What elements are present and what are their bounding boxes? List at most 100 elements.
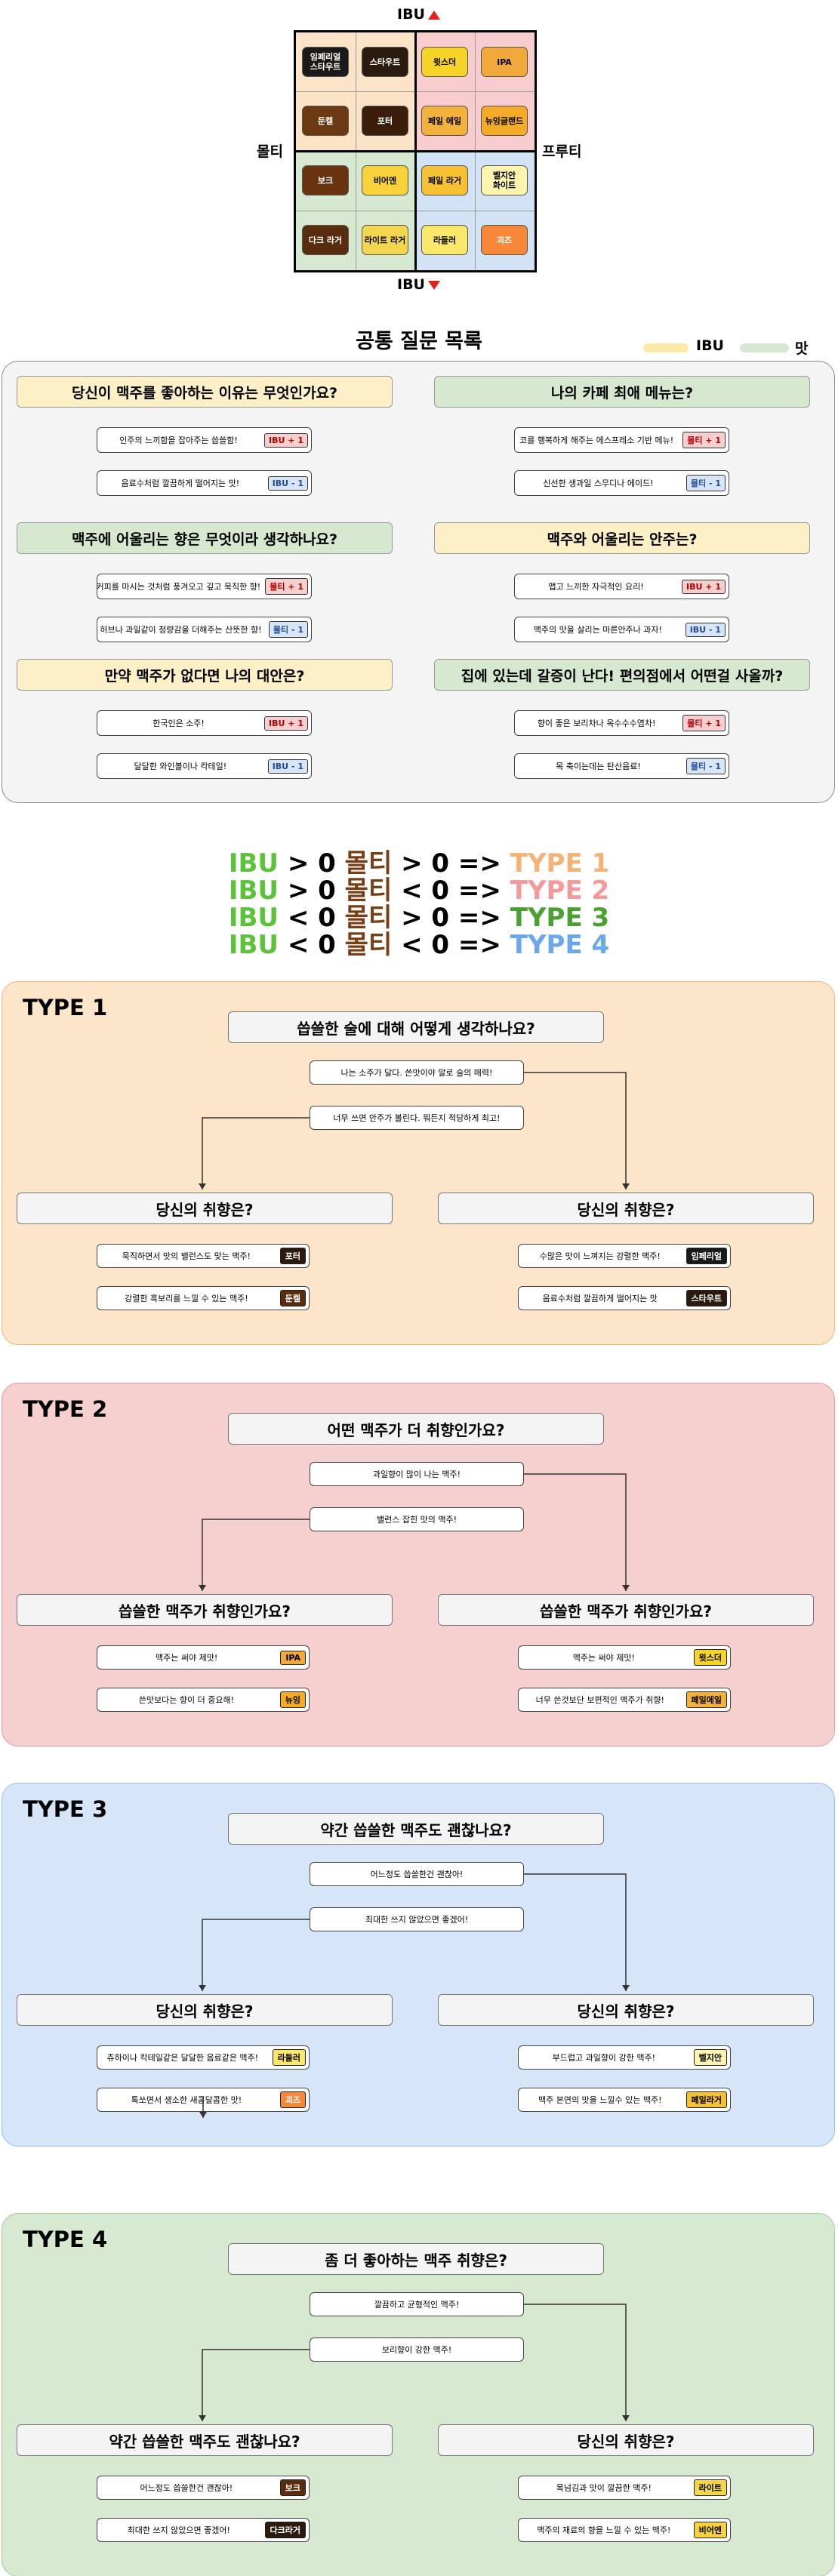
- beer-result-chip: 비어엔: [693, 2522, 727, 2538]
- result-option[interactable]: 강렬한 흑보리를 느낄 수 있는 맥주! 둔켈: [97, 1286, 310, 1310]
- formula-op: > 0 =>: [401, 903, 501, 933]
- type-option-left-path[interactable]: 최대한 쓰지 않았으면 좋겠어!: [310, 1907, 524, 1931]
- score-chip: IBU + 1: [264, 432, 308, 448]
- beer-result-chip: 페일에일: [685, 1691, 727, 1708]
- type-title: TYPE 1: [23, 995, 108, 1020]
- result-option[interactable]: 최대한 쓰지 않았으면 좋겠어!다크라거: [97, 2518, 310, 2542]
- result-option-text: 묵직하면서 맛의 밸런스도 맞는 맥주!: [122, 1251, 251, 1261]
- answer-option[interactable]: 맥주의 맛을 살리는 마른안주나 과자! IBU - 1: [514, 617, 729, 642]
- answer-text: 향이 좋은 보리차나 옥수수수염차!: [537, 719, 656, 728]
- result-option[interactable]: 목넘김과 맛이 깔끔한 맥주!라이트: [518, 2476, 731, 2500]
- score-chip: 몰티 + 1: [265, 578, 308, 595]
- formula-type: TYPE 2: [510, 876, 610, 906]
- formula-op: < 0 =>: [401, 876, 501, 906]
- answer-option[interactable]: 인주의 느끼함을 잡아주는 씁쓸함! IBU + 1: [97, 427, 312, 453]
- formula-type: TYPE 1: [510, 848, 610, 879]
- answer-text: 인주의 느끼함을 잡아주는 씁쓸함!: [119, 435, 238, 445]
- answer-text: 허브나 과일같이 청량감을 더해주는 산뜻한 향!: [100, 625, 262, 635]
- question-header: 맥주에 어울리는 향은 무엇이라 생각하나요?: [17, 522, 393, 554]
- common-questions-title: 공통 질문 목록: [356, 330, 482, 353]
- result-option-text: 강렬한 흑보리를 느낄 수 있는 맥주!: [125, 1294, 248, 1303]
- beer-tile: 라이트 라거: [362, 225, 408, 255]
- formula-malt: 몰티: [344, 903, 393, 933]
- result-option-text: 어느정도 씁쓸한건 괜찮아!: [140, 2483, 233, 2493]
- score-chip: IBU - 1: [685, 622, 726, 637]
- formula-row: IBU < 0 몰티 > 0 => TYPE 3: [0, 904, 838, 931]
- answer-option[interactable]: 한국인은 소주!IBU + 1: [97, 710, 312, 736]
- question-header: 집에 있는데 갈증이 난다! 편의점에서 어떤걸 사올까?: [434, 659, 810, 691]
- answer-option[interactable]: 음료수처럼 깔끔하게 떨어지는 맛!IBU - 1: [97, 470, 312, 496]
- score-chip: 몰티 + 1: [682, 715, 726, 731]
- result-option-text: 맥주 본연의 맛을 느낄수 있는 맥주!: [538, 2095, 662, 2105]
- answer-option[interactable]: 신선한 생과일 스무디나 에이드!몰티 - 1: [514, 470, 729, 496]
- result-option[interactable]: 츄하이나 칵테일같은 달달한 음료같은 맥주!라들러: [97, 2045, 310, 2070]
- result-option[interactable]: 너무 쓴것보단 보편적인 맥주가 취향!페일에일: [518, 1688, 731, 1712]
- answer-option[interactable]: 달달한 와인볼이나 칵테일!IBU - 1: [97, 753, 312, 779]
- result-option[interactable]: 맥주는 써야 제맛!IPA: [97, 1645, 310, 1670]
- result-option[interactable]: 맥주는 써야 제맛!윗스더: [518, 1645, 731, 1670]
- arrow-up-icon: [427, 10, 440, 20]
- score-chip: IBU + 1: [682, 579, 726, 594]
- beer-tile: 페일 에일: [421, 106, 468, 136]
- answer-option[interactable]: 향이 좋은 보리차나 옥수수수염차! 몰티 + 1: [514, 710, 729, 736]
- question-header: 나의 카페 최애 메뉴는?: [434, 376, 810, 408]
- answer-option[interactable]: 코를 행복하게 해주는 에스프레소 기반 메뉴!몰티 + 1: [514, 427, 729, 453]
- type-option-left-path[interactable]: 너무 쓰면 안주가 볼린다. 뭐든지 적당하게 최고!: [310, 1106, 524, 1130]
- answer-text: 음료수처럼 깔끔하게 떨어지는 맛!: [121, 479, 240, 488]
- type-title: TYPE 4: [23, 2227, 108, 2252]
- arrow-down-icon: [427, 280, 440, 290]
- beer-result-chip: 둔켈: [279, 1290, 306, 1306]
- result-option[interactable]: 부드럽고 과일향이 강한 맥주!벨지안: [518, 2045, 731, 2070]
- beer-tile: 임페리얼 스타우트: [302, 47, 349, 77]
- result-option[interactable]: 맥주의 재료의 향을 느낄 수 있는 맥주!비어엔: [518, 2518, 731, 2542]
- type-title: TYPE 2: [23, 1396, 108, 1422]
- beer-result-chip: 스타우트: [685, 1290, 727, 1306]
- result-option[interactable]: 맥주 본연의 맛을 느낄수 있는 맥주!페일라거: [518, 2088, 731, 2112]
- formula-op: > 0 =>: [401, 848, 501, 879]
- score-chip: 몰티 - 1: [685, 758, 726, 774]
- type-sub-question-right: 당신의 취향은?: [438, 2424, 814, 2456]
- formula-op: < 0 =>: [401, 930, 501, 960]
- result-option-text: 부드럽고 과일향이 강한 맥주!: [552, 2053, 655, 2063]
- score-chip: 몰티 - 1: [685, 475, 726, 491]
- legend-ibu-swatch: [643, 343, 689, 352]
- formula-row: IBU > 0 몰티 > 0 => TYPE 1: [0, 850, 838, 877]
- answer-option[interactable]: 허브나 과일같이 청량감을 더해주는 산뜻한 향!몰티 - 1: [97, 617, 312, 642]
- type-sub-question-left: 당신의 취향은?: [17, 1193, 393, 1224]
- answer-option[interactable]: 커피를 마시는 것처럼 풍겨오고 깊고 묵직한 향!몰티 + 1: [97, 574, 312, 599]
- result-option[interactable]: 수많은 맛이 느껴지는 강렬한 맥주!임페리얼: [518, 1244, 731, 1268]
- answer-text: 맵고 느끼한 자극적인 요리!: [548, 582, 644, 592]
- result-option-text: 수많은 맛이 느껴지는 강렬한 맥주!: [539, 1251, 661, 1261]
- beer-result-chip: 라이트: [693, 2479, 727, 2496]
- result-option[interactable]: 묵직하면서 맛의 밸런스도 맞는 맥주!포터: [97, 1244, 310, 1268]
- result-option[interactable]: 톡쏘면서 생소한 새콤달콤한 맛!괴즈: [97, 2088, 310, 2112]
- answer-option[interactable]: 목 축이는데는 탄산음료!몰티 - 1: [514, 753, 729, 779]
- result-option-text: 맥주는 써야 제맛!: [156, 1653, 218, 1663]
- formula-op: < 0: [287, 903, 336, 933]
- type-title: TYPE 3: [23, 1796, 108, 1822]
- formula-row: IBU < 0 몰티 < 0 => TYPE 4: [0, 931, 838, 959]
- type-option-right-path[interactable]: 나는 소주가 달다. 쓴맛이야 말로 술의 매력!: [310, 1060, 524, 1085]
- result-option[interactable]: 어느정도 씁쓸한건 괜찮아!보크: [97, 2476, 310, 2500]
- answer-text: 코를 행복하게 해주는 에스프레소 기반 메뉴!: [519, 435, 674, 445]
- answer-text: 맥주의 맛을 살리는 마른안주나 과자!: [533, 625, 662, 635]
- type-option-right-path[interactable]: 깔끔하고 균형적인 맥주!: [310, 2292, 524, 2316]
- formula-ibu: IBU: [228, 848, 279, 879]
- type-option-left-path[interactable]: 밸런스 잡힌 맛의 맥주!: [310, 1507, 524, 1531]
- type-option-right-path[interactable]: 과일향이 많이 나는 맥주!: [310, 1462, 524, 1486]
- question-header: 당신이 맥주를 좋아하는 이유는 무엇인가요?: [17, 376, 393, 408]
- type-option-left-path[interactable]: 보리향이 강한 맥주!: [310, 2337, 524, 2362]
- beer-tile: 보크: [302, 165, 349, 195]
- beer-tile: 페일 라거: [421, 165, 468, 195]
- answer-option[interactable]: 맵고 느끼한 자극적인 요리! IBU + 1: [514, 574, 729, 599]
- beer-tile: 뉴잉글랜드: [481, 106, 528, 136]
- beer-tile: 라들러: [421, 225, 468, 255]
- beer-result-chip: 괴즈: [279, 2091, 306, 2108]
- type-sub-question-right: 당신의 취향은?: [438, 1193, 814, 1224]
- formula-malt: 몰티: [344, 848, 393, 879]
- beer-tile: 윗스더: [421, 47, 468, 77]
- type-option-right-path[interactable]: 어느정도 씁쓸한건 괜찮아!: [310, 1862, 524, 1886]
- result-option[interactable]: 쓴맛보다는 향이 더 중요해!뉴잉: [97, 1688, 310, 1712]
